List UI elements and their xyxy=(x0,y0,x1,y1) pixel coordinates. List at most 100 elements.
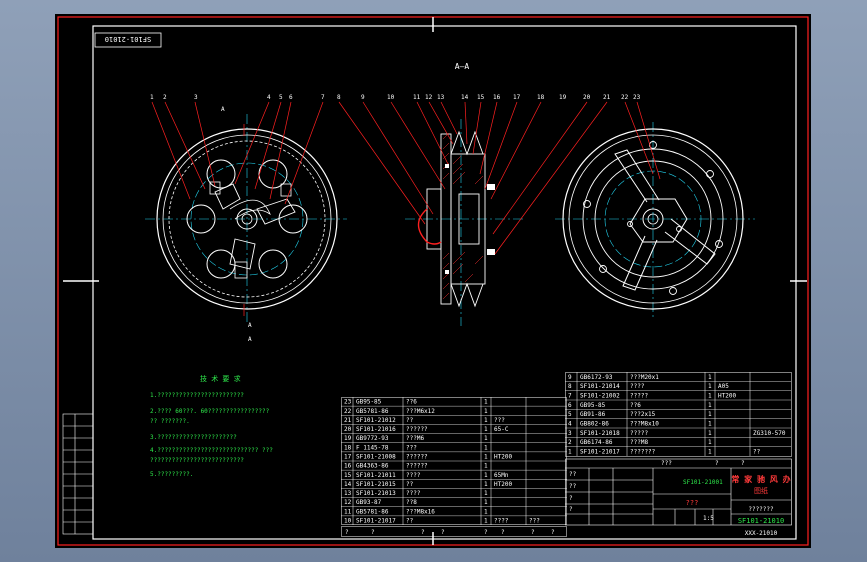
bom-left-cell-qty: 1 xyxy=(484,454,488,461)
company-name: 常 家 驰 风 办 xyxy=(731,474,790,484)
bom-right-cell-mat: HT200 xyxy=(718,393,736,400)
bom-right-cell-no: 5 xyxy=(568,411,572,418)
bom-right-cell-name: ???M8 xyxy=(630,439,648,446)
drawing-code-rotated: SF101-21010 xyxy=(105,35,151,43)
bom-right-cell-qty: 1 xyxy=(708,383,712,390)
bom-header-6: ? xyxy=(501,529,505,536)
bom-right-cell-qty: 1 xyxy=(708,430,712,437)
bom-left-cell-code: SF101-21016 xyxy=(356,426,396,433)
bom-left-cell-mat: 65Mn xyxy=(494,472,509,479)
bom-header-7: ? xyxy=(531,529,535,536)
bom-left-cell-code: F 1145-78 xyxy=(356,444,389,451)
bom-left-cell-qty: 1 xyxy=(484,463,488,470)
bom-left-cell-no: 14 xyxy=(344,481,352,488)
bom-header-8: ? xyxy=(551,529,555,536)
bom-right-cell-qty: 1 xyxy=(708,374,712,381)
bom-left-cell-qty: 1 xyxy=(484,490,488,497)
bom-left-cell-no: 11 xyxy=(344,508,352,515)
balloon-6: 6 xyxy=(289,94,293,101)
bom-left-cell-code: GB5781-86 xyxy=(356,408,389,415)
bom-right-cell-no: 1 xyxy=(568,449,572,456)
bom-left-cell-name: ???? xyxy=(406,490,421,497)
bom-left-cell-qty: 1 xyxy=(484,518,488,525)
bom-left-cell-name: ?????? xyxy=(406,454,428,461)
bom-left-cell-code: GB95-85 xyxy=(356,399,382,406)
bom-left-cell-mat: HT200 xyxy=(494,481,512,488)
balloon-23: 23 xyxy=(633,94,641,101)
bom-left-cell-name: ??6 xyxy=(406,399,417,406)
bom-left-cell-name: ?????? xyxy=(406,463,428,470)
title-header-3: ? xyxy=(741,460,745,467)
balloon-11: 11 xyxy=(413,94,421,101)
bom-right-cell-name: ??????? xyxy=(630,449,656,456)
bom-left-cell-code: GB5781-86 xyxy=(356,508,389,515)
school: ??????? xyxy=(748,506,774,513)
bom-right-cell-code: GB802-86 xyxy=(580,421,609,428)
part-name: ??? xyxy=(686,499,699,507)
bom-right-cell-no: 3 xyxy=(568,430,572,437)
balloon-15: 15 xyxy=(477,94,485,101)
bom-right-cell-code: GB91-86 xyxy=(580,411,606,418)
margin-table xyxy=(62,413,94,535)
bom-right-cell-name: ??6 xyxy=(630,402,641,409)
bom-right-cell-note: ?? xyxy=(753,449,761,456)
balloon-16: 16 xyxy=(493,94,501,101)
bom-left-cell-qty: 1 xyxy=(484,417,488,424)
bom-right-cell-qty: 1 xyxy=(708,439,712,446)
bom-left-cell-no: 16 xyxy=(344,463,352,470)
balloon-7: 7 xyxy=(321,94,325,101)
bom-left-cell-code: SF101-21008 xyxy=(356,454,396,461)
bom-left-cell-code: GB9772-93 xyxy=(356,435,389,442)
title-mark-2: ?? xyxy=(569,483,577,490)
drawing-number: SF101-21010 xyxy=(738,517,784,525)
balloon-13: 13 xyxy=(437,94,445,101)
bom-right-cell-no: 9 xyxy=(568,374,572,381)
bom-header-4: ? xyxy=(441,529,445,536)
bom-right-cell-name: ????? xyxy=(630,430,648,437)
bom-right-cell-no: 4 xyxy=(568,421,572,428)
bom-right-cell-no: 2 xyxy=(568,439,572,446)
bom-right-cell-code: SF101-21018 xyxy=(580,430,620,437)
balloon-5: 5 xyxy=(279,94,283,101)
bom-right-cell-code: GB6172-93 xyxy=(580,374,613,381)
drawing-sheet: SF101-21010 A—A xyxy=(55,14,811,548)
scale: 1:5 xyxy=(703,515,714,522)
title-header-2: ? xyxy=(715,460,719,467)
balloon-17: 17 xyxy=(513,94,521,101)
bom-right-cell-code: GB95-85 xyxy=(580,402,606,409)
right-view xyxy=(555,122,755,319)
drawing-date: XXX-21010 xyxy=(745,530,778,537)
balloon-10: 10 xyxy=(387,94,395,101)
bom-header-3: ? xyxy=(421,529,425,536)
bom-header-2: ? xyxy=(371,529,375,536)
bom-left-cell-qty: 1 xyxy=(484,472,488,479)
bom-right-cell-name: ????? xyxy=(630,393,648,400)
bom-left-cell-qty: 1 xyxy=(484,435,488,442)
bom-right-cell-qty: 1 xyxy=(708,449,712,456)
bom-right-cell-qty: 1 xyxy=(708,393,712,400)
bom-left-cell-no: 22 xyxy=(344,408,352,415)
bom-left-cell-no: 19 xyxy=(344,435,352,442)
bom-left-cell-note: ??? xyxy=(529,518,540,525)
bom-right-cell-mat: A05 xyxy=(718,383,729,390)
left-view xyxy=(145,114,347,324)
company-sub: 图纸 xyxy=(754,486,768,495)
technical-requirements: 技 术 要 求 1.???????????????????????? 2.???… xyxy=(150,374,273,478)
title-code-top: SF101-21001 xyxy=(683,479,723,486)
balloon-labels: 1 2 3 4 5 6 7 8 9 10 11 12 13 14 15 16 1… xyxy=(150,94,641,101)
bom-right-cell-code: SF101-21017 xyxy=(580,449,620,456)
bom-left-cell-code: GB4363-86 xyxy=(356,463,389,470)
bom-left-cell-qty: 1 xyxy=(484,508,488,515)
section-mark-a-mid: A xyxy=(248,322,252,329)
bom-right-cell-name: ???2x15 xyxy=(630,411,656,418)
bom-right-cell-name: ???M20x1 xyxy=(630,374,659,381)
bom-right-cell-note: ZG310-570 xyxy=(753,430,786,437)
balloon-4: 4 xyxy=(267,94,271,101)
section-view xyxy=(405,119,525,326)
drawing-border xyxy=(92,25,797,540)
bom-left-cell-qty: 1 xyxy=(484,426,488,433)
bom-right-cell-qty: 1 xyxy=(708,421,712,428)
bom-left-cell-qty: 1 xyxy=(484,499,488,506)
bom-header-5: ? xyxy=(484,529,488,536)
